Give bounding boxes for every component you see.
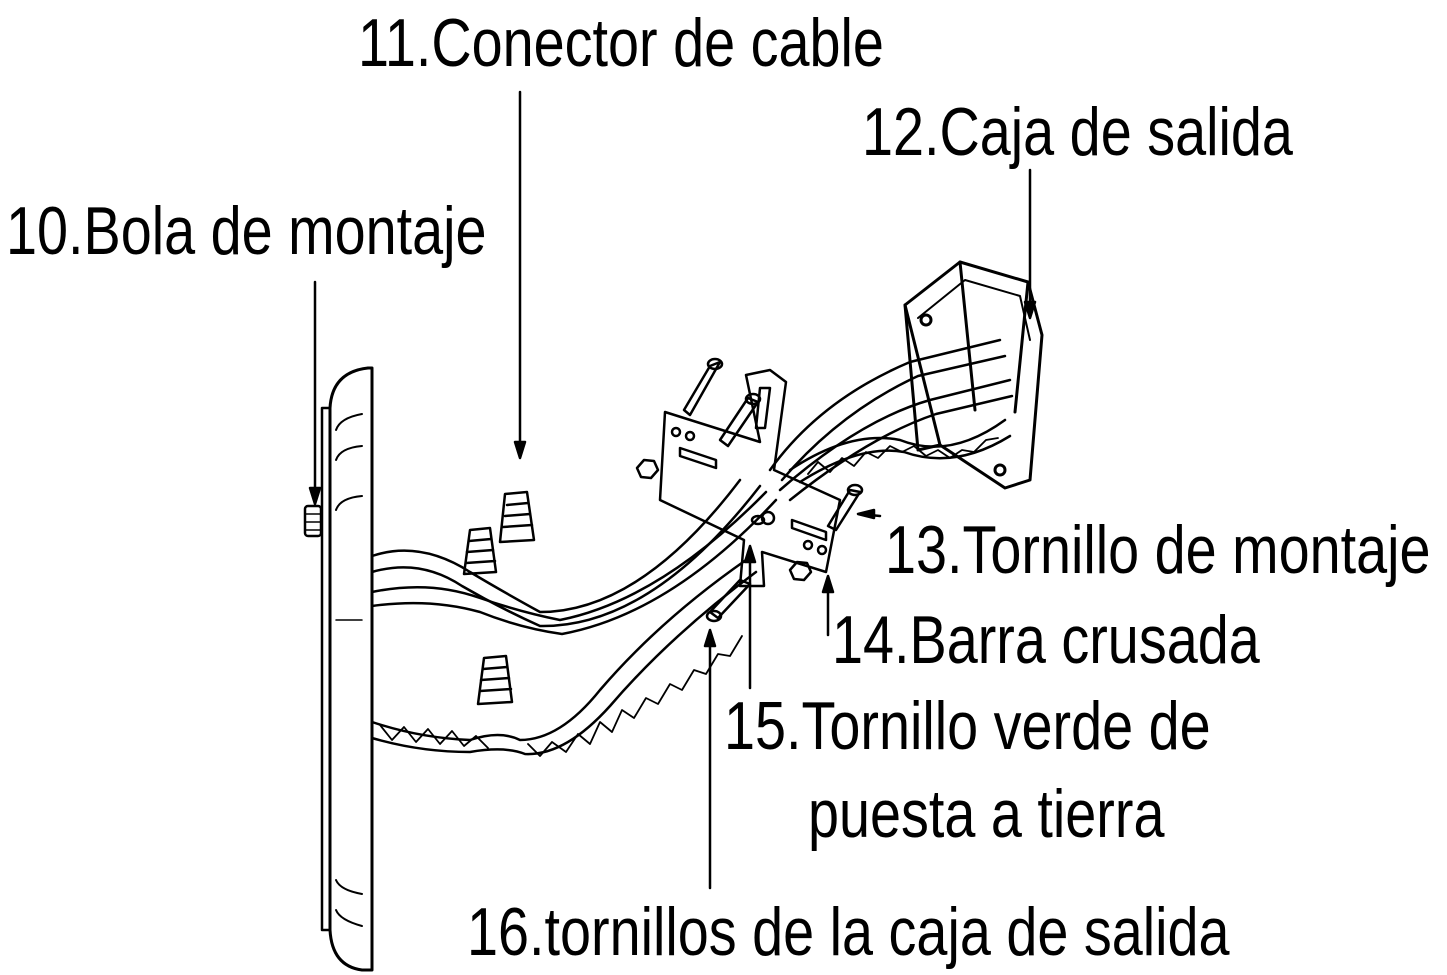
ground-wire (370, 418, 1012, 757)
leader-lines (308, 90, 1037, 890)
label-outlet-box: 12.Caja de salida (862, 94, 1293, 170)
mounting-ball (303, 504, 323, 538)
wire-connectors (462, 490, 536, 706)
fixture-wires-upper (370, 338, 1014, 636)
label-mounting-screw: 13.Tornillo de montaje (885, 512, 1431, 588)
outlet-box (903, 260, 1044, 490)
crossbar (658, 368, 842, 588)
fixture-base-plate (320, 366, 374, 972)
label-outlet-box-screws: 16.tornillos de la caja de salida (467, 894, 1230, 970)
label-ground-screw-line1: 15.Tornillo verde de (724, 688, 1211, 764)
label-crossbar: 14.Barra crusada (832, 602, 1260, 678)
label-mounting-ball: 10.Bola de montaje (6, 193, 487, 269)
screws (682, 357, 864, 623)
hex-nuts (635, 458, 813, 582)
label-ground-screw-line2: puesta a tierra (808, 776, 1165, 852)
label-wire-connector: 11.Conector de cable (358, 5, 884, 81)
